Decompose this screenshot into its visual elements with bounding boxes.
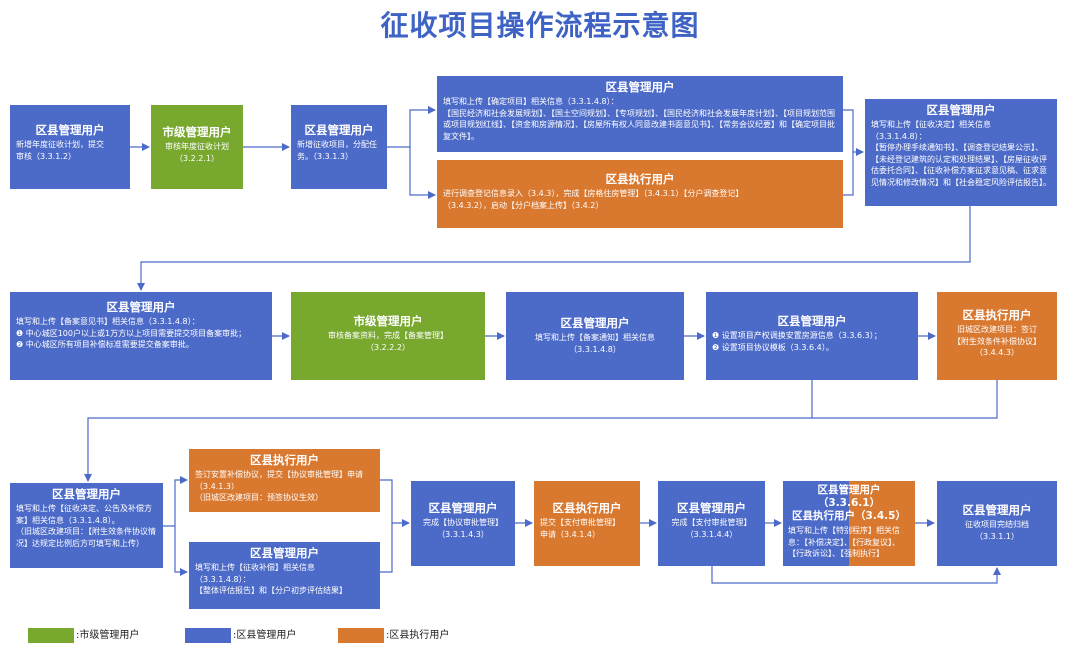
step-special-procedures: 区县管理用户（3.3.6.1） 区县执行用户（3.4.5） 填写和上传【特别程序…	[783, 481, 915, 566]
box-text: 完成【支付审批管理】 （3.3.1.4.4）	[671, 518, 752, 539]
step-resettlement-setup: 区县管理用户 ❶ 设置项目产权调换安置房源信息（3.3.6.3）； ❷ 设置项目…	[706, 292, 918, 380]
box-text: 新增年度征收计划，提交 审核（3.3.1.2）	[16, 140, 104, 161]
legend-swatch-county	[185, 628, 231, 643]
step-payment-approval: 区县管理用户 完成【支付审批管理】 （3.3.1.4.4）	[658, 481, 765, 566]
box-text: 填写和上传【特别程序】相关信息：【补偿决定】、【行政复议】、【行政诉讼】、【强制…	[788, 526, 900, 558]
arrow-b17-b19-bypass	[711, 566, 1001, 584]
box-text: 新增征收项目，分配任 务。（3.3.1.3）	[297, 140, 377, 161]
box-heading: 区县管理用户	[962, 503, 1032, 517]
arrow-b10-b12	[84, 380, 813, 482]
box-text: 填写和上传【征收决定】相关信息 （3.3.1.4.8）： 【暂停办理手续通知书】…	[871, 120, 1051, 187]
box-heading: 区县管理用户	[304, 123, 374, 137]
box-heading: 区县管理用户	[560, 316, 630, 330]
box-text: 审核备案资料，完成【备案管理】 （3.2.2.2）	[328, 331, 448, 352]
box-text: 签订安置补偿协议，提交【协议审批管理】申请（3.4.1.3） （旧城区改建项目：…	[195, 470, 363, 502]
step-payment-request: 区县执行用户 提交【支付审批管理】 申请（3.4.1.4）	[534, 481, 640, 566]
arrow-b11-b12	[812, 380, 998, 419]
box-heading: 区县管理用户	[677, 501, 746, 515]
box-text: 填写和上传【备案通知】相关信息 （3.3.1.4.8）	[535, 333, 655, 354]
box-text: ❶ 设置项目产权调换安置房源信息（3.3.6.3）； ❷ 设置项目协议模板（3.…	[712, 331, 882, 352]
box-text: 填写和上传【确定项目】相关信息（3.3.1.4.8）： 【国民经济和社会发展规划…	[443, 97, 835, 141]
arrow-b14-b15	[380, 523, 393, 573]
arrow-b5-b6	[843, 152, 854, 196]
box-heading: 市级管理用户	[162, 125, 232, 139]
arrow-b3-split	[387, 106, 436, 148]
legend-label-exec: :区县执行用户	[386, 630, 450, 641]
step-conditional-agreement: 区县执行用户 旧城区改建项目：签订 【附生效条件补偿协议】 （3.4.4.3）	[937, 292, 1057, 380]
box-text: 完成【协议审批管理】 （3.3.1.4.3）	[423, 518, 503, 539]
arrow-b12-b14	[174, 526, 188, 576]
box-text: 填写和上传【备案意见书】相关信息（3.3.1.4.8）： ❶ 中心城区100户以…	[16, 317, 247, 349]
step-new-project: 区县管理用户 新增征收项目，分配任 务。（3.3.1.3）	[291, 105, 387, 189]
step-compensation-info: 区县管理用户 填写和上传【征收补偿】相关信息 （3.3.1.4.8）： 【整体评…	[189, 542, 380, 609]
box-text: 填写和上传【征收决定、公告及补偿方案】相关信息（3.3.1.4.8）。 （旧城区…	[16, 504, 156, 548]
box-text: 审核年度征收计划 （3.2.2.1）	[165, 142, 229, 163]
box-text: 填写和上传【征收补偿】相关信息 （3.3.1.4.8）： 【整体评估报告】和【分…	[195, 563, 347, 595]
box-heading: 区县执行用户	[250, 453, 319, 467]
box-text: 征收项目完结归档 （3.3.1.1）	[965, 520, 1029, 541]
arrow-b13-b15	[380, 479, 410, 527]
step-annual-plan: 区县管理用户 新增年度征收计划，提交 审核（3.3.1.2）	[10, 105, 130, 189]
box-heading: 区县执行用户	[552, 501, 622, 515]
arrow-b3-b5	[409, 147, 436, 199]
step-review-annual-plan: 市级管理用户 审核年度征收计划 （3.2.2.1）	[151, 105, 243, 189]
box-heading: 区县管理用户	[52, 487, 121, 501]
box-text: 进行调查登记信息录入（3.4.3），完成【房格住房管理】（3.4.3.1）【分户…	[443, 189, 744, 210]
step-sign-agreement: 区县执行用户 签订安置补偿协议，提交【协议审批管理】申请（3.4.1.3） （旧…	[189, 449, 380, 512]
arrow-b4-b6	[843, 109, 864, 156]
step-filing-management: 市级管理用户 审核备案资料，完成【备案管理】 （3.2.2.2）	[291, 292, 485, 380]
box-heading: 区县管理用户	[777, 314, 847, 328]
box-heading: 区县执行用户	[962, 308, 1032, 322]
box-text: 提交【支付审批管理】 申请（3.4.1.4）	[540, 518, 620, 539]
box-heading: 区县管理用户	[35, 123, 105, 137]
box-heading: 区县管理用户	[926, 103, 996, 117]
step-archive: 区县管理用户 征收项目完结归档 （3.3.1.1）	[937, 481, 1057, 566]
step-decision-announcement: 区县管理用户 填写和上传【征收决定、公告及补偿方案】相关信息（3.3.1.4.8…	[10, 483, 163, 568]
box-heading: 区县执行用户	[605, 172, 675, 186]
step-survey-registration: 区县执行用户 进行调查登记信息录入（3.4.3），完成【房格住房管理】（3.4.…	[437, 160, 843, 228]
box-text: 旧城区改建项目：签订 【附生效条件补偿协议】 （3.4.4.3）	[953, 325, 1041, 357]
step-agreement-approval: 区县管理用户 完成【协议审批管理】 （3.3.1.4.3）	[411, 481, 515, 566]
step-expropriation-decision: 区县管理用户 填写和上传【征收决定】相关信息 （3.3.1.4.8）： 【暂停办…	[865, 99, 1057, 206]
box-heading: 市级管理用户	[353, 314, 423, 328]
legend-swatch-exec	[338, 628, 384, 643]
legend-swatch-city	[28, 628, 74, 643]
arrow-b12-b13	[163, 476, 188, 527]
box-heading: 区县管理用户	[428, 501, 498, 515]
legend-label-city: :市级管理用户	[76, 630, 140, 641]
box-heading: 区县管理用户	[106, 300, 176, 314]
box-heading: 区县管理用户（3.3.6.1） 区县执行用户（3.4.5）	[792, 484, 906, 522]
box-heading: 区县管理用户	[250, 546, 319, 560]
box-heading: 区县管理用户	[605, 80, 675, 94]
legend-label-county: :区县管理用户	[233, 630, 297, 641]
arrow-b6-b7	[137, 206, 971, 291]
page-title: 征收项目操作流程示意图	[380, 9, 700, 42]
step-confirm-project: 区县管理用户 填写和上传【确定项目】相关信息（3.3.1.4.8）： 【国民经济…	[437, 76, 843, 152]
step-filing-opinion: 区县管理用户 填写和上传【备案意见书】相关信息（3.3.1.4.8）： ❶ 中心…	[10, 292, 272, 380]
step-filing-notice: 区县管理用户 填写和上传【备案通知】相关信息 （3.3.1.4.8）	[506, 292, 684, 380]
